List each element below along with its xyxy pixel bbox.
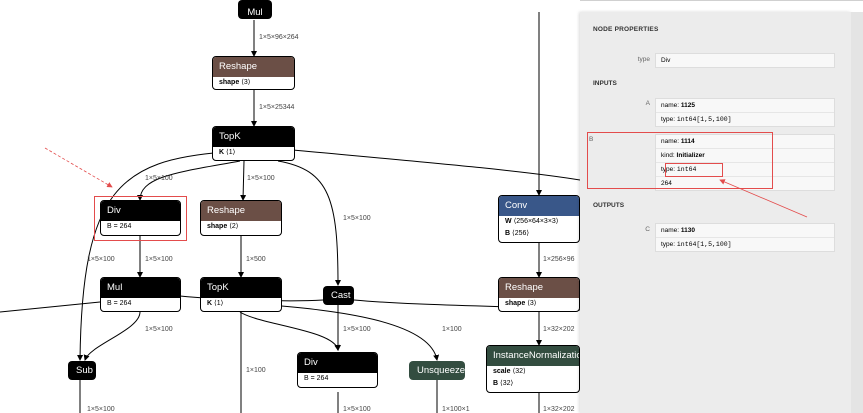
edge-label: 1×32×202 — [543, 406, 575, 413]
node-mul-2[interactable]: Mul B = 264 — [100, 277, 181, 312]
node-reshape-3[interactable]: Reshape shape ⟨3⟩ — [498, 277, 580, 312]
inputs-heading: INPUTS — [593, 80, 617, 87]
edge-label: 1×32×202 — [543, 326, 575, 333]
edge-topk-sub — [77, 151, 226, 361]
edge-mul-sub — [83, 311, 141, 361]
node-title: Unsqueeze — [417, 365, 466, 376]
panel-title: NODE PROPERTIES — [593, 26, 659, 33]
edge-label: 1×5×96×264 — [259, 34, 299, 41]
node-reshape-2[interactable]: Reshape shape ⟨2⟩ — [200, 200, 282, 236]
output-c-name: name: 1130 — [656, 224, 834, 238]
node-mul-top[interactable]: Mul — [238, 0, 272, 19]
annotation-arrow-right — [719, 179, 808, 218]
node-reshape-1[interactable]: Reshape shape ⟨3⟩ — [212, 56, 295, 90]
node-title: Reshape — [499, 278, 579, 298]
node-sub[interactable]: Sub — [68, 361, 96, 380]
node-topk-1[interactable]: TopK K ⟨1⟩ — [212, 126, 295, 161]
node-title: Mul — [247, 7, 263, 18]
vertical-scrollbar[interactable] — [851, 12, 863, 413]
edge-topk2-div2 — [239, 311, 341, 351]
node-attribute: B ⟨256⟩ — [505, 230, 530, 237]
input-b-name: name: 1114 — [656, 135, 834, 149]
node-title: Reshape — [213, 57, 294, 77]
node-attribute: K ⟨1⟩ — [207, 300, 224, 307]
edge-label: 1×100 — [246, 367, 266, 374]
type-field[interactable]: Div — [655, 53, 835, 68]
node-attribute: B = 264 — [107, 300, 132, 307]
node-attribute: shape ⟨3⟩ — [505, 300, 537, 307]
outputs-heading: OUTPUTS — [593, 202, 625, 209]
node-title: Div — [298, 353, 377, 373]
edge-label: 1×5×100 — [87, 256, 115, 263]
node-title: InstanceNormalization — [487, 346, 579, 366]
edge-topk-cast — [277, 160, 341, 286]
highlight-box-div — [94, 196, 187, 241]
node-title: Sub — [76, 365, 93, 376]
input-b-label: B — [589, 136, 594, 143]
input-b-kind: kind: Initializer — [656, 149, 834, 163]
node-title: Cast — [331, 290, 351, 301]
graph-canvas[interactable]: Mul Reshape shape ⟨3⟩ TopK K ⟨1⟩ Div B =… — [0, 0, 580, 413]
node-div-2[interactable]: Div B = 264 — [297, 352, 378, 388]
output-c-type: type: int64[1,5,100] — [661, 241, 732, 248]
node-title: Div — [101, 201, 180, 221]
node-attribute: scale ⟨32⟩ — [493, 368, 526, 375]
output-c-box[interactable]: name: 1130 type: int64[1,5,100] — [655, 223, 835, 252]
edge-label: 1×5×100 — [343, 326, 371, 333]
node-title: Reshape — [201, 201, 281, 221]
edge-label: 1×256×96 — [543, 256, 575, 263]
node-attribute: shape ⟨3⟩ — [219, 79, 251, 86]
node-div-1[interactable]: Div B = 264 — [100, 200, 181, 236]
annotation-arrow-left — [44, 147, 113, 188]
input-b-type: type: int64 — [656, 163, 834, 177]
type-value: Div — [661, 57, 671, 64]
node-attribute: B ⟨32⟩ — [493, 380, 514, 387]
node-attribute: B = 264 — [107, 223, 132, 230]
input-b-value: 264 — [661, 180, 672, 187]
node-conv[interactable]: Conv W ⟨256×64×3×3⟩ B ⟨256⟩ — [498, 195, 580, 243]
node-properties-panel: NODE PROPERTIES type Div INPUTS A name: … — [580, 12, 851, 413]
edge-label: 1×100×1 — [442, 406, 470, 413]
edge-topk-right — [292, 149, 580, 181]
highlight-box-type — [665, 163, 723, 177]
input-a-label: A — [645, 100, 650, 107]
edge-label: 1×5×100 — [247, 175, 275, 182]
node-topk-2[interactable]: TopK K ⟨1⟩ — [200, 277, 282, 312]
edge-label: 1×5×100 — [87, 406, 115, 413]
input-a-box[interactable]: name: 1125 type: int64[1,5,100] — [655, 98, 835, 127]
highlight-box-input-b — [587, 132, 773, 189]
node-title: Mul — [101, 278, 180, 298]
node-attribute: K ⟨1⟩ — [219, 149, 236, 156]
edge-label: 1×5×100 — [145, 175, 173, 182]
edge-label: 1×100 — [442, 326, 462, 333]
graph-edges — [0, 12, 580, 413]
input-a-name: name: 1125 — [656, 99, 834, 113]
input-b-box[interactable]: name: 1114 kind: Initializer type: int64… — [655, 134, 835, 191]
edge-label: 1×5×25344 — [259, 104, 295, 111]
edge-label: 1×5×100 — [145, 326, 173, 333]
edge-label: 1×5×100 — [343, 215, 371, 222]
node-title: Conv — [499, 196, 579, 216]
node-attribute: W ⟨256×64×3×3⟩ — [505, 218, 559, 225]
edge-label: 1×5×100 — [145, 256, 173, 263]
edge-label: 1×500 — [246, 256, 266, 263]
node-unsqueeze[interactable]: Unsqueeze — [409, 361, 465, 380]
edge-label: 1×5×100 — [343, 406, 371, 413]
node-title: TopK — [201, 278, 281, 298]
output-c-label: C — [645, 226, 650, 233]
node-attribute: shape ⟨2⟩ — [207, 223, 239, 230]
node-cast[interactable]: Cast — [323, 286, 354, 305]
edge-topk2-unsqueeze — [269, 304, 440, 361]
node-attribute: B = 264 — [304, 375, 329, 382]
edge-left-crossing — [0, 301, 101, 313]
edge-topk-div — [137, 160, 241, 201]
node-instance-normalization[interactable]: InstanceNormalization scale ⟨32⟩ B ⟨32⟩ — [486, 345, 580, 393]
type-label: type — [637, 56, 650, 63]
node-title: TopK — [213, 127, 294, 147]
input-a-type: type: int64[1,5,100] — [661, 116, 732, 123]
edge-topk-reshape2 — [240, 160, 247, 201]
